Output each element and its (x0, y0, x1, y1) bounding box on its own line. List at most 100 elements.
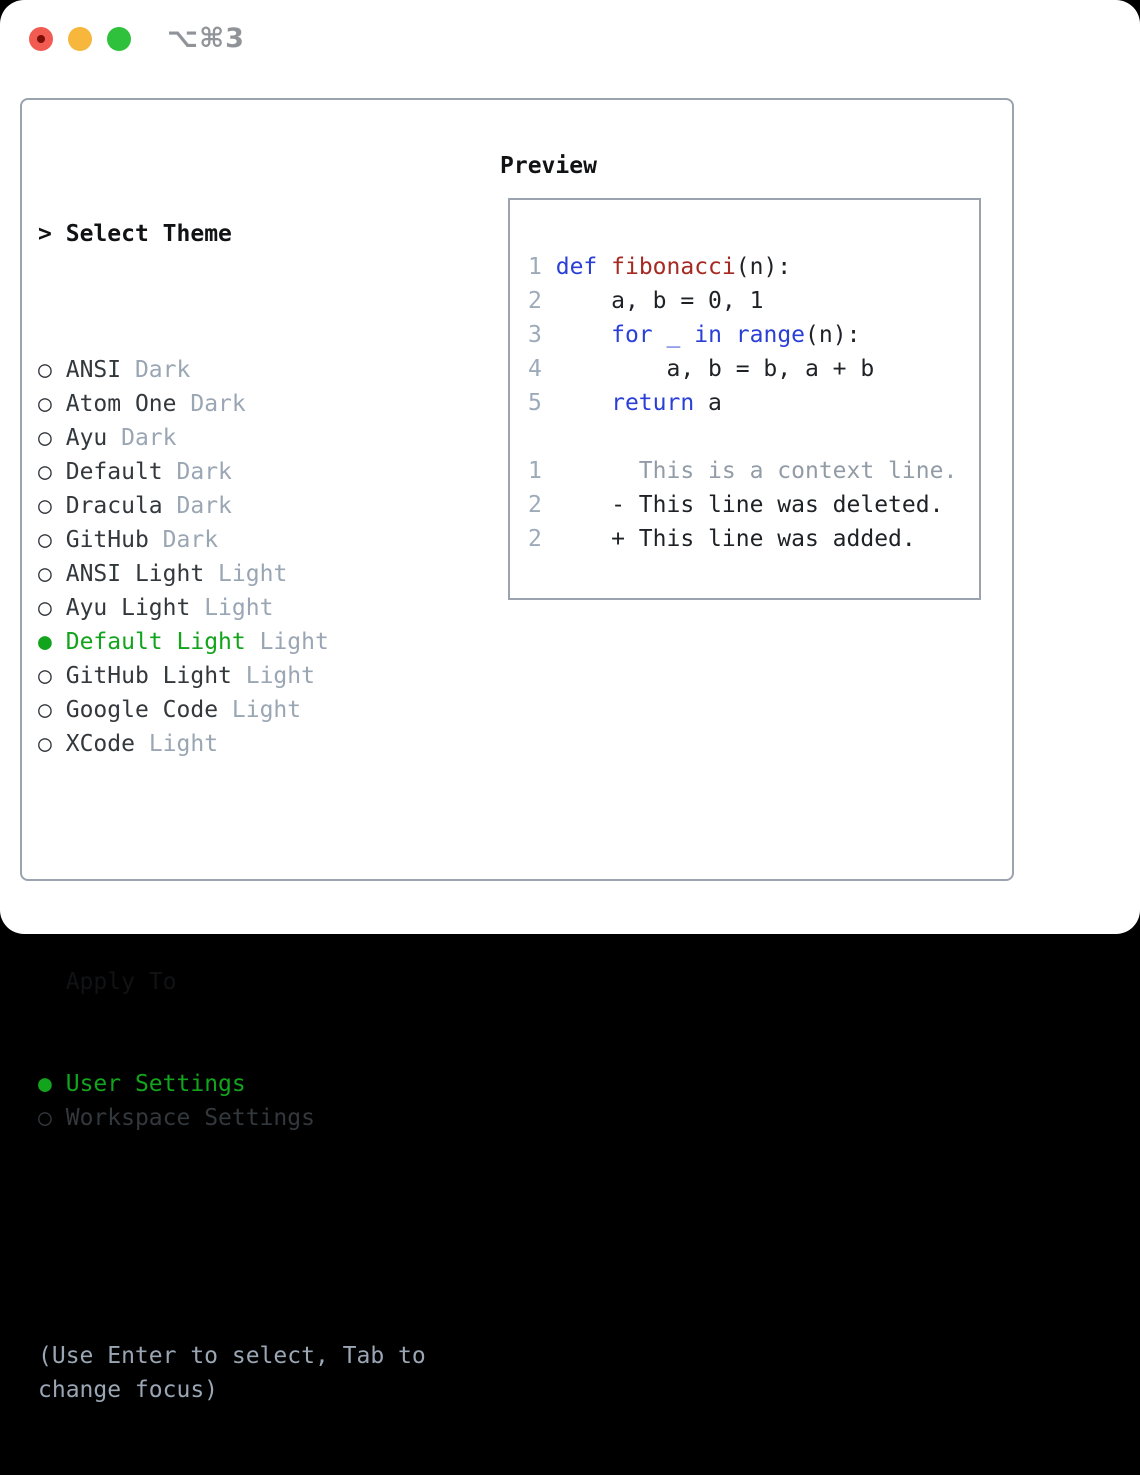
code-line: 1 def fibonacci(n): (528, 250, 979, 284)
theme-option-github-light-light[interactable]: ○ GitHub Light Light (38, 659, 468, 693)
theme-name: Google Code (65, 697, 219, 723)
close-button[interactable] (29, 27, 53, 51)
preview-title: Preview (500, 153, 597, 179)
theme-variant: Light (134, 731, 219, 757)
line-number: 3 (528, 322, 542, 348)
theme-option-xcode-light[interactable]: ○ XCode Light (38, 727, 468, 761)
theme-name: GitHub Light (65, 663, 232, 689)
theme-option-dracula-dark[interactable]: ○ Dracula Dark (38, 489, 468, 523)
theme-option-default-light-light[interactable]: ● Default Light Light (38, 625, 468, 659)
radio-icon: ○ (38, 391, 52, 417)
radio-icon: ○ (38, 697, 52, 723)
line-number: 2 (528, 526, 542, 552)
code-line: 3 for _ in range(n): (528, 318, 979, 352)
code-line: 2 - This line was deleted. (528, 488, 979, 522)
radio-selected-icon: ● (38, 629, 52, 655)
code-line: 5 return a (528, 386, 979, 420)
code-token-plain: a, b = 0, 1 (555, 288, 764, 314)
line-number: 2 (528, 492, 542, 518)
code-token-plain: (n): (735, 254, 792, 280)
apply-to-list: ● User Settings○ Workspace Settings (38, 1067, 468, 1135)
theme-name: GitHub (65, 527, 149, 553)
code-token-plain (680, 322, 694, 348)
code-token-added: + This line was added. (555, 526, 916, 552)
theme-variant: Dark (162, 493, 232, 519)
theme-name: Default Light (65, 629, 246, 655)
keyboard-shortcut-label: ⌥⌘3 (167, 23, 245, 54)
theme-variant: Dark (121, 357, 191, 383)
theme-option-atom-one-dark[interactable]: ○ Atom One Dark (38, 387, 468, 421)
radio-selected-icon: ● (38, 1071, 52, 1097)
code-token-keyword: range (735, 322, 806, 348)
theme-option-ayu-light-light[interactable]: ○ Ayu Light Light (38, 591, 468, 625)
code-token-keyword: _ (666, 322, 681, 348)
code-token-plain (556, 390, 611, 416)
theme-name: Dracula (65, 493, 163, 519)
code-line: 2 a, b = 0, 1 (528, 284, 979, 318)
keyboard-hint-text: (Use Enter to select, Tab to change focu… (38, 1343, 426, 1403)
theme-option-ansi-light-light[interactable]: ○ ANSI Light Light (38, 557, 468, 591)
theme-name: Atom One (65, 391, 177, 417)
radio-icon: ○ (38, 527, 52, 553)
theme-name: ANSI Light (65, 561, 205, 587)
theme-option-ayu-dark[interactable]: ○ Ayu Dark (38, 421, 468, 455)
theme-name: Ayu Light (65, 595, 191, 621)
theme-option-github-dark[interactable]: ○ GitHub Dark (38, 523, 468, 557)
code-token-plain: a, b = b, a + b (555, 356, 875, 382)
theme-variant: Dark (107, 425, 177, 451)
theme-variant: Light (218, 697, 302, 723)
zoom-button[interactable] (107, 27, 131, 51)
theme-variant: Dark (148, 527, 219, 553)
radio-icon: ○ (38, 1105, 52, 1131)
radio-icon: ○ (38, 459, 52, 485)
code-token-plain (722, 322, 736, 348)
theme-variant: Dark (176, 391, 246, 417)
prompt-icon: > (38, 221, 52, 247)
radio-icon: ○ (38, 731, 52, 757)
theme-name: ANSI (65, 357, 122, 383)
page-title: Select Theme (65, 221, 232, 247)
apply-option-user-settings[interactable]: ● User Settings (38, 1067, 468, 1101)
theme-list: ○ ANSI Dark○ Atom One Dark○ Ayu Dark○ De… (38, 353, 468, 761)
code-token-plain: (n): (805, 322, 861, 348)
code-token-context: This is a context line. (555, 458, 958, 484)
code-line: 4 a, b = b, a + b (528, 352, 979, 386)
code-token-plain (653, 322, 667, 348)
theme-name: Default (65, 459, 163, 485)
radio-icon: ○ (38, 663, 52, 689)
theme-option-default-dark[interactable]: ○ Default Dark (38, 455, 468, 489)
theme-variant: Dark (162, 459, 232, 485)
titlebar: ⌥⌘3 (0, 0, 1140, 78)
radio-icon: ○ (38, 357, 52, 383)
code-token-keyword: for (611, 322, 653, 348)
apply-option-label: Workspace Settings (65, 1105, 315, 1131)
radio-icon: ○ (38, 425, 52, 451)
theme-option-ansi-dark[interactable]: ○ ANSI Dark (38, 353, 468, 387)
code-token-plain: a (694, 390, 722, 416)
code-token-plain (556, 322, 611, 348)
code-token-keyword: return (611, 390, 695, 416)
code-token-deleted: - This line was deleted. (555, 492, 944, 518)
code-token-keyword: in (694, 322, 722, 348)
apply-option-workspace-settings[interactable]: ○ Workspace Settings (38, 1101, 468, 1135)
code-line: 2 + This line was added. (528, 522, 979, 556)
code-line (528, 420, 979, 454)
radio-icon: ○ (38, 493, 52, 519)
theme-option-google-code-light[interactable]: ○ Google Code Light (38, 693, 468, 727)
close-dot-icon (37, 35, 45, 43)
theme-name: XCode (65, 731, 135, 757)
minimize-button[interactable] (68, 27, 92, 51)
code-line: 1 This is a context line. (528, 454, 979, 488)
theme-picker-panel: > Select Theme ○ ANSI Dark○ Atom One Dar… (20, 98, 1014, 1403)
theme-name: Ayu (65, 425, 108, 451)
theme-variant: Light (204, 561, 288, 587)
line-number: 1 (528, 254, 542, 280)
theme-picker-header: > Select Theme (38, 217, 468, 251)
radio-icon: ○ (38, 561, 52, 587)
line-number: 1 (528, 458, 542, 484)
code-token-keyword: def (555, 254, 598, 280)
line-number: 2 (528, 288, 542, 314)
apply-option-label: User Settings (65, 1071, 246, 1097)
